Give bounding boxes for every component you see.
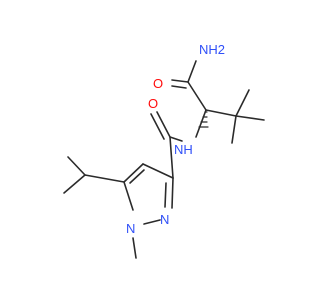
bond-cq-me1: [235, 89, 250, 117]
bond-n1-n2: [143, 219, 161, 225]
bond-ch-me1: [67, 156, 86, 176]
bond-n2-c3-inner: [164, 182, 167, 208]
atom-label-amide-nh: NH: [174, 142, 193, 157]
bond-carbonyl-n: [169, 136, 183, 142]
atom-label-nh2: NH2: [199, 42, 225, 57]
bond-c4-c5: [123, 163, 144, 183]
bond-c5-ch: [84, 174, 125, 183]
bond-c-amide-o-double: [171, 85, 187, 89]
atom-label-layer: NH2 O O NH N N: [126, 42, 225, 236]
bond-n2-c3: [171, 177, 174, 209]
bond-c4-c5-inner: [129, 169, 145, 184]
bond-c-amide-n: [187, 60, 197, 83]
bond-c3-carbonyl: [169, 136, 174, 179]
bond-ch-me2: [63, 174, 86, 194]
bond-carbonyl-o: [156, 111, 171, 138]
molecule-drawing: NH2 O O NH N N: [63, 42, 265, 259]
bond-c-amide-o: [171, 79, 189, 83]
atom-label-ring-n1: N: [126, 221, 135, 236]
bond-cq-me2: [235, 115, 265, 121]
atom-label-o-carboxamide: O: [148, 96, 158, 111]
bond-n1-methyl: [132, 237, 137, 259]
bond-cq-me3: [231, 115, 237, 144]
bond-n-alpha: [195, 109, 207, 138]
bond-c5-n1: [123, 181, 134, 211]
structure-canvas: NH2 O O NH N N: [63, 42, 265, 259]
atom-label-ring-n2: N: [160, 212, 169, 227]
bond-carbonyl-o-double: [150, 113, 165, 140]
stereo-hash-wedge: [198, 111, 209, 128]
bond-alpha-c-amide: [187, 81, 207, 111]
bond-alpha-cq: [205, 109, 237, 117]
atom-label-o-primary-amide: O: [153, 76, 163, 91]
bond-c3-c4: [142, 163, 174, 179]
bond-layer: [63, 60, 265, 259]
